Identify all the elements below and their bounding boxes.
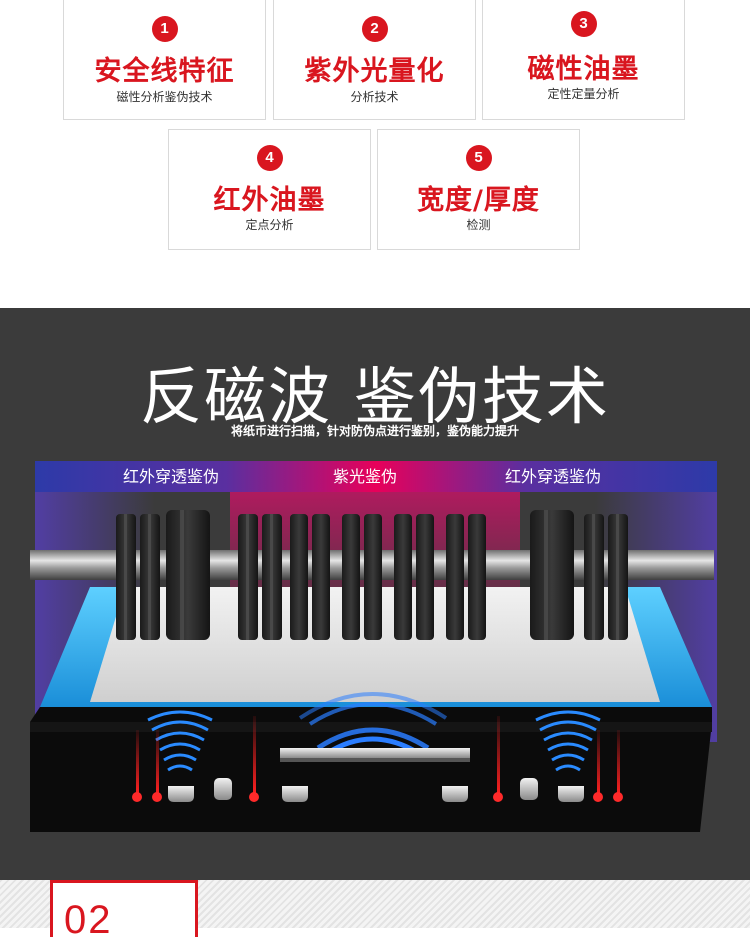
rollers: [116, 510, 628, 640]
infrared-emitters-right: [493, 716, 623, 802]
scanner-illustration: [30, 492, 717, 832]
band-label-right: 红外穿透鉴伪: [505, 467, 602, 486]
detection-band: 红外穿透鉴伪 紫光鉴伪 红外穿透鉴伪: [35, 461, 717, 492]
feature-title: 磁性油墨: [527, 54, 640, 85]
next-section-header: 02: [0, 880, 750, 937]
feature-cards: 1 安全线特征 磁性分析鉴伪技术 2 紫外光量化 分析技术 3 磁性油墨 定性定…: [0, 0, 750, 308]
band-label-left: 红外穿透鉴伪: [123, 467, 220, 486]
feature-card-2: 2 紫外光量化 分析技术: [273, 0, 476, 120]
feature-title: 紫外光量化: [304, 56, 445, 87]
section-number-frame: [50, 880, 198, 937]
feature-card-1: 1 安全线特征 磁性分析鉴伪技术: [63, 0, 266, 120]
feature-number-badge: 3: [570, 11, 597, 37]
section-number: 02: [64, 898, 113, 937]
feature-subtitle: 分析技术: [350, 90, 399, 104]
sensor-bar: [280, 748, 470, 758]
feature-subtitle: 磁性分析鉴伪技术: [116, 90, 213, 104]
magnetic-wave-left: [147, 710, 213, 772]
feature-card-3: 3 磁性油墨 定性定量分析: [482, 0, 685, 120]
feature-card-4: 4 红外油墨 定点分析: [168, 129, 371, 250]
magnetic-wave-right: [535, 710, 601, 772]
sensor-heads: [168, 778, 584, 802]
anti-magnetic-section: 反磁波 鉴伪技术 将纸币进行扫描，针对防伪点进行鉴别，鉴伪能力提升 红外穿透鉴伪…: [0, 308, 750, 880]
hero-subtitle: 将纸币进行扫描，针对防伪点进行鉴别，鉴伪能力提升: [230, 424, 519, 438]
feature-title: 安全线特征: [94, 56, 235, 87]
hero-title: 反磁波 鉴伪技术: [140, 360, 610, 433]
feature-title: 红外油墨: [213, 185, 326, 216]
feature-title: 宽度/厚度: [417, 185, 540, 216]
feature-number-badge: 4: [256, 145, 283, 171]
feature-number-badge: 2: [361, 16, 388, 42]
infrared-emitters-left: [132, 716, 259, 802]
feature-number-badge: 5: [465, 145, 492, 171]
feature-subtitle: 检测: [466, 218, 491, 232]
feature-number-badge: 1: [151, 16, 178, 42]
banknote: [90, 587, 660, 702]
feature-card-5: 5 宽度/厚度 检测: [377, 129, 580, 250]
feature-subtitle: 定性定量分析: [547, 87, 620, 101]
feature-subtitle: 定点分析: [245, 218, 294, 232]
band-label-center: 紫光鉴伪: [333, 467, 398, 486]
